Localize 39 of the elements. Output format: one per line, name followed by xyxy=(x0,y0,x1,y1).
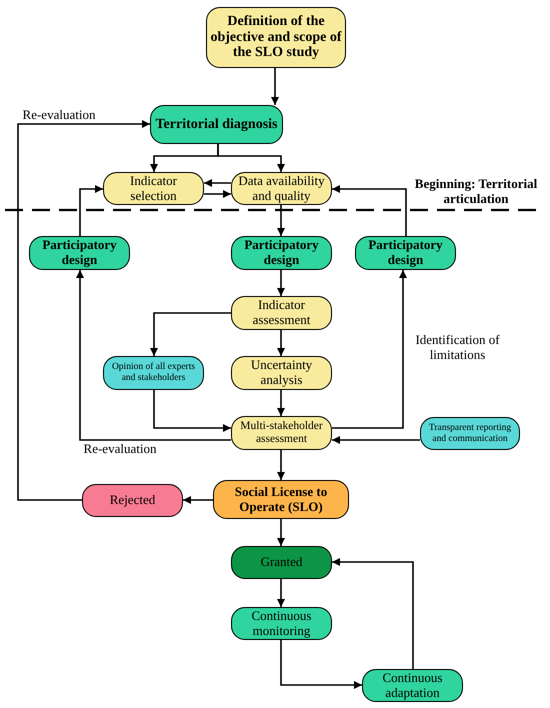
arrow xyxy=(277,579,285,607)
process-box: Uncertainty analysis xyxy=(231,356,332,390)
arrow xyxy=(277,450,285,480)
arrow xyxy=(277,390,285,416)
process-box: Indicator selection xyxy=(103,172,204,205)
arrow xyxy=(271,68,279,105)
arrow xyxy=(183,496,213,504)
process-box: Indicator assessment xyxy=(231,296,332,330)
arrow xyxy=(79,185,103,236)
process-box: Continuous monitoring xyxy=(231,607,332,640)
process-box: Participatory design xyxy=(29,236,130,270)
arrow xyxy=(204,179,231,187)
process-box: Data availability and quality xyxy=(231,172,332,205)
arrow xyxy=(332,436,420,444)
process-box: Opinion of all experts and stakeholders xyxy=(103,356,204,390)
process-box: Participatory design xyxy=(231,236,332,270)
arrow xyxy=(277,330,285,356)
arrow xyxy=(277,205,285,236)
arrow xyxy=(217,144,285,172)
arrow xyxy=(277,519,285,546)
process-box: Territorial diagnosis xyxy=(150,105,283,144)
process-box: Granted xyxy=(231,546,332,579)
arrow xyxy=(332,185,407,236)
arrow xyxy=(332,270,407,429)
arrow xyxy=(76,270,231,441)
process-box: Continuous adaptation xyxy=(362,669,463,702)
process-box: Rejected xyxy=(82,484,183,517)
process-box: Social License to Operate (SLO) xyxy=(213,480,349,519)
arrow xyxy=(280,640,362,689)
process-box: Transparent reporting and communication xyxy=(420,417,520,450)
process-box: Participatory design xyxy=(355,236,456,270)
arrow xyxy=(17,120,150,501)
process-box: Multi-stakeholder assessment xyxy=(231,416,332,450)
arrow xyxy=(150,312,231,356)
arrow xyxy=(204,190,231,198)
arrow xyxy=(277,270,285,296)
arrow xyxy=(332,558,414,669)
process-box: Definition of the objective and scope of the SLO study xyxy=(206,7,346,68)
arrow xyxy=(153,390,231,432)
